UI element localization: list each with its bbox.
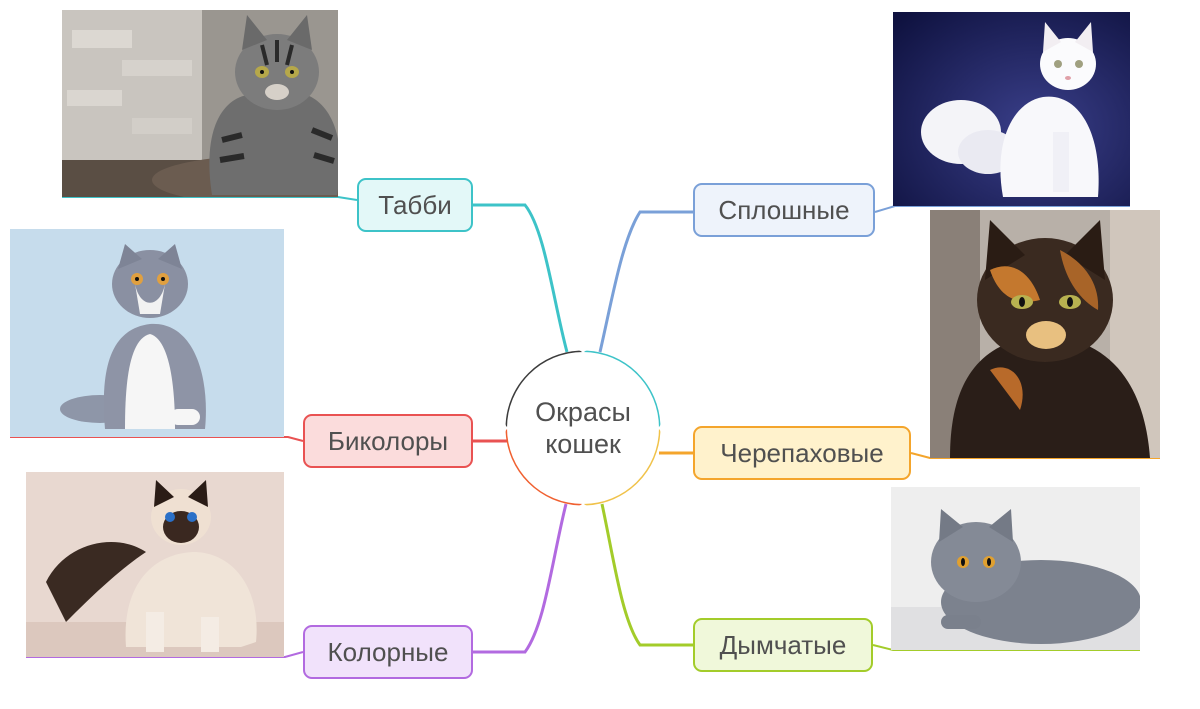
- node-solid-label: Сплошные: [718, 194, 850, 225]
- center-title-line1: Окрасы: [535, 397, 631, 427]
- smoke-cat-photo: [891, 487, 1140, 650]
- center-node[interactable]: Окрасы кошек: [507, 352, 659, 504]
- node-solid[interactable]: Сплошные: [693, 183, 875, 237]
- node-tabby-label: Табби: [378, 189, 452, 220]
- node-smoke[interactable]: Дымчатые: [693, 618, 873, 672]
- center-title-line2: кошек: [545, 429, 621, 459]
- node-bicolor-label: Биколоры: [327, 425, 449, 456]
- node-bicolor[interactable]: Биколоры: [303, 414, 473, 468]
- node-tortoiseshell[interactable]: Черепаховые: [693, 426, 911, 480]
- bicolor-cat-photo: [10, 229, 284, 437]
- tabby-cat-photo: [62, 10, 338, 197]
- node-smoke-label: Дымчатые: [719, 629, 847, 660]
- node-tabby[interactable]: Табби: [357, 178, 473, 232]
- node-tortoiseshell-label: Черепаховые: [720, 437, 884, 468]
- white-cat-photo: [893, 12, 1130, 206]
- node-colorpoint-label: Колорные: [327, 636, 449, 667]
- colorpoint-cat-photo: [26, 472, 284, 657]
- tortoiseshell-cat-photo: [930, 210, 1160, 458]
- node-colorpoint[interactable]: Колорные: [303, 625, 473, 679]
